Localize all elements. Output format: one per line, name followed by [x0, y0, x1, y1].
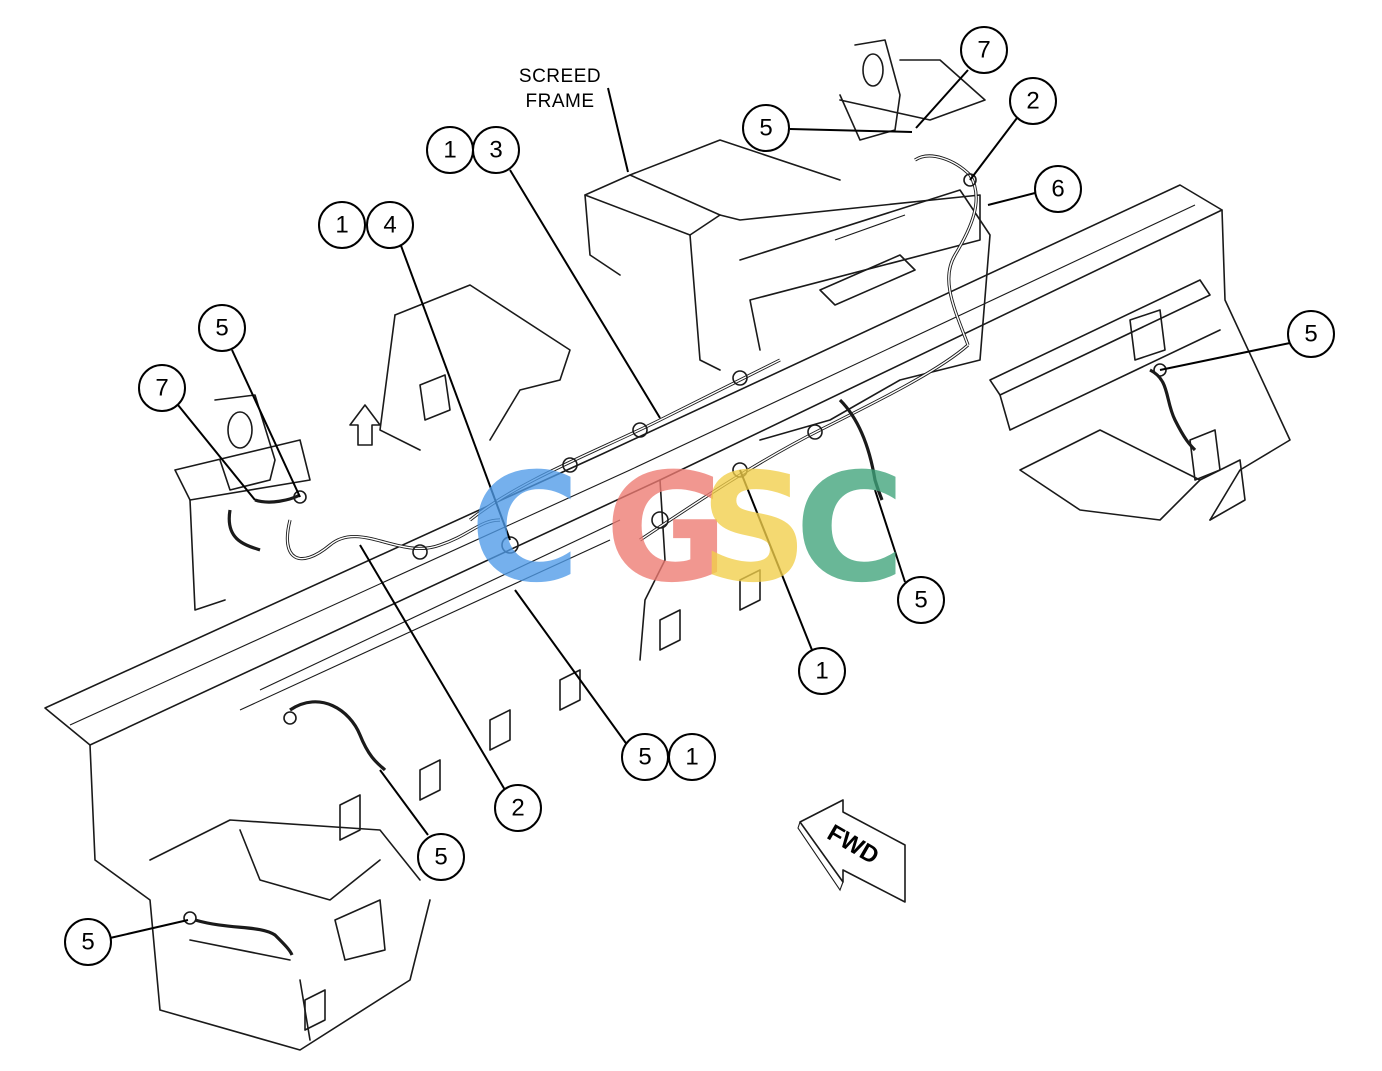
callout-number: 5	[638, 744, 651, 771]
callout-number: 3	[489, 137, 502, 164]
callout-balloon: 5	[897, 576, 945, 624]
screed-frame-structure	[44, 39, 1291, 1051]
callout-balloon: 3	[472, 126, 520, 174]
forward-direction-arrow: FWD	[797, 799, 906, 903]
callout-number: 2	[511, 795, 524, 822]
callout-number: 5	[81, 929, 94, 956]
callout-balloon: 1	[318, 201, 366, 249]
callout-number: 4	[383, 212, 396, 239]
watermark-letter-c2: C	[795, 442, 905, 616]
callout-balloon: 6	[1034, 165, 1082, 213]
frame-label: FRAME	[526, 91, 595, 112]
callout-balloon: 4	[366, 201, 414, 249]
callout-number: 1	[443, 137, 456, 164]
callout-balloon: 5	[417, 833, 465, 881]
callout-balloon: 2	[1009, 77, 1057, 125]
callout-number: 5	[215, 315, 228, 342]
callout-balloon: 2	[494, 784, 542, 832]
callout-balloon: 5	[742, 104, 790, 152]
callout-number: 1	[815, 658, 828, 685]
watermark-letter-c1: C	[470, 442, 580, 616]
callout-number: 5	[1304, 321, 1317, 348]
screed-label: SCREED	[519, 66, 601, 87]
callout-number: 5	[434, 844, 447, 871]
callout-number: 1	[335, 212, 348, 239]
callout-balloon: 1	[426, 126, 474, 174]
callout-balloon: 5	[1287, 310, 1335, 358]
callout-balloon: 5	[64, 918, 112, 966]
leader-lines	[109, 69, 1291, 939]
watermark-letter-s: S	[700, 442, 808, 616]
callout-balloon: 7	[138, 364, 186, 412]
callout-balloon: 5	[198, 304, 246, 352]
callout-balloon: 1	[798, 647, 846, 695]
callout-balloon: 5	[621, 733, 669, 781]
watermark: C G S C	[470, 442, 905, 616]
fwd-label: FWD	[823, 819, 884, 870]
callout-number: 5	[914, 587, 927, 614]
callout-number: 2	[1026, 88, 1039, 115]
callout-number: 5	[759, 115, 772, 142]
watermark-letter-g: G	[605, 442, 728, 616]
wiring-harness	[183, 154, 1197, 956]
callout-number: 6	[1051, 176, 1064, 203]
callouts: 1 3 1 4 5 7 5 7 2 6 5 5 1 5 1 2 5 5	[64, 26, 1335, 966]
callout-number: 7	[977, 37, 990, 64]
callout-number: 1	[685, 744, 698, 771]
callout-balloon: 7	[960, 26, 1008, 74]
callout-balloon: 1	[668, 733, 716, 781]
callout-number: 7	[155, 375, 168, 402]
